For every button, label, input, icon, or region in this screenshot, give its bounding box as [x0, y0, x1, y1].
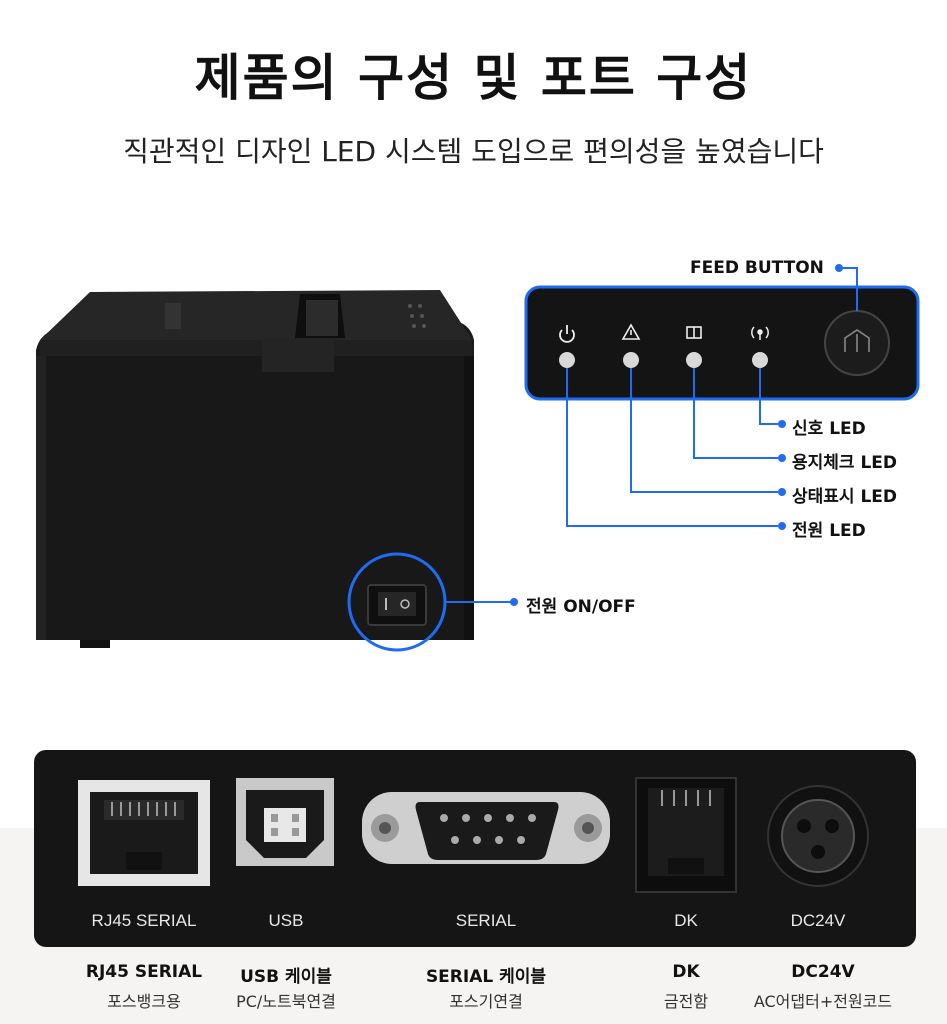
printer-illustration: [36, 290, 474, 648]
panel-label-serial: SERIAL: [456, 911, 516, 930]
power-icon: [559, 325, 575, 343]
panel-label-dc24v: DC24V: [791, 911, 846, 930]
feed-icon: [844, 329, 870, 352]
page-title: 제품의 구성 및 포트 구성: [194, 49, 753, 107]
paper-led: [686, 352, 702, 368]
page-subtitle: 직관적인 디자인 LED 시스템 도입으로 편의성을 높였습니다: [123, 135, 824, 168]
port-title-dk: DK: [672, 962, 700, 982]
port-title-serial: SERIAL 케이블: [425, 967, 547, 987]
connector-lines: [566, 267, 858, 527]
dk-port[interactable]: [635, 777, 737, 893]
power-switch-label: 전원 ON/OFF: [526, 597, 636, 617]
warning-icon: [621, 323, 641, 340]
callout-dot: [835, 264, 843, 272]
power-led-label: 전원 LED: [792, 521, 866, 541]
port-desc-rj45: 포스뱅크용: [107, 992, 181, 1011]
paper-icon: [686, 326, 702, 339]
port-desc-usb: PC/노트북연결: [236, 992, 336, 1011]
rj45-port[interactable]: [78, 780, 210, 886]
port-panel: RJ45 SERIAL USB SERIAL DK DC24V: [34, 750, 916, 947]
feed-button[interactable]: [824, 310, 890, 376]
feed-button-label: FEED BUTTON: [690, 258, 824, 278]
power-switch[interactable]: [347, 552, 447, 652]
callout-dot: [778, 522, 786, 530]
signal-led-label: 신호 LED: [792, 419, 866, 439]
callout-dot: [778, 488, 786, 496]
usb-port[interactable]: [236, 778, 334, 866]
power-led: [559, 352, 575, 368]
led-panel: [524, 285, 920, 401]
callout-dot: [510, 598, 518, 606]
callout-dot: [778, 420, 786, 428]
paper-led-label: 용지체크 LED: [792, 453, 898, 473]
dc24v-port[interactable]: [767, 785, 869, 887]
port-title-dc24v: DC24V: [791, 962, 855, 982]
status-led: [623, 352, 639, 368]
port-desc-dc24v: AC어댑터+전원코드: [753, 992, 893, 1011]
panel-label-rj45: RJ45 SERIAL: [92, 911, 197, 930]
status-led-label: 상태표시 LED: [792, 487, 898, 507]
callout-dot: [778, 454, 786, 462]
panel-label-usb: USB: [269, 911, 304, 930]
signal-led: [752, 352, 768, 368]
panel-label-dk: DK: [674, 911, 698, 930]
port-desc-dk: 금전함: [663, 992, 709, 1011]
port-desc-serial: 포스기연결: [449, 992, 523, 1011]
serial-port[interactable]: [362, 792, 610, 864]
port-title-rj45: RJ45 SERIAL: [85, 962, 203, 982]
port-title-usb: USB 케이블: [240, 967, 332, 987]
signal-icon: [751, 326, 769, 340]
